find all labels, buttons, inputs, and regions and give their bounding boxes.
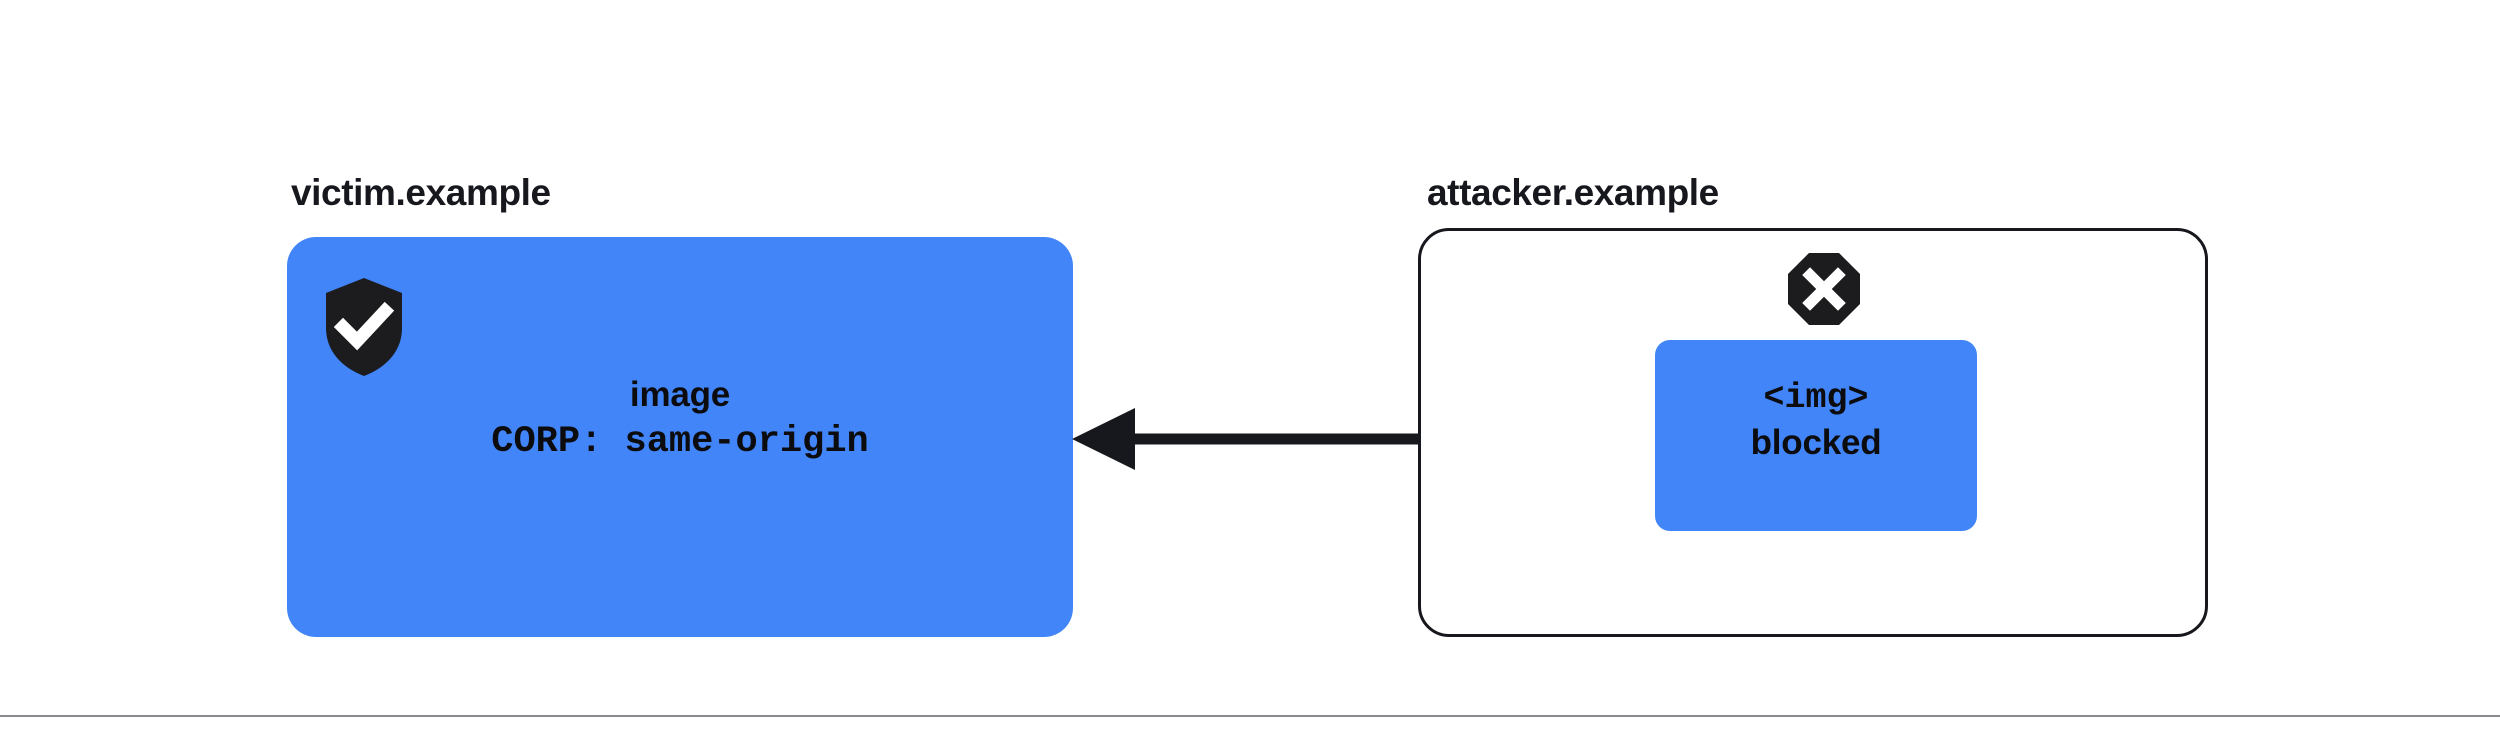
victim-origin-box [287,237,1073,637]
shield-check-icon [326,278,402,376]
victim-resource-text: image CORP: same-origin [287,374,1073,465]
victim-resource-name: image [629,375,731,414]
victim-resource-header: CORP: same-origin [491,421,869,464]
origin-label-victim: victim.example [291,172,551,213]
attacker-img-element-text: <img> blocked [1655,378,1977,463]
bottom-divider [0,715,2500,717]
origin-label-attacker: attacker.example [1427,172,1719,213]
attacker-img-element-box [1655,340,1977,531]
img-tag-label: <img> [1763,378,1869,418]
x-octagon-icon [1788,253,1860,325]
img-state-label: blocked [1750,422,1882,462]
